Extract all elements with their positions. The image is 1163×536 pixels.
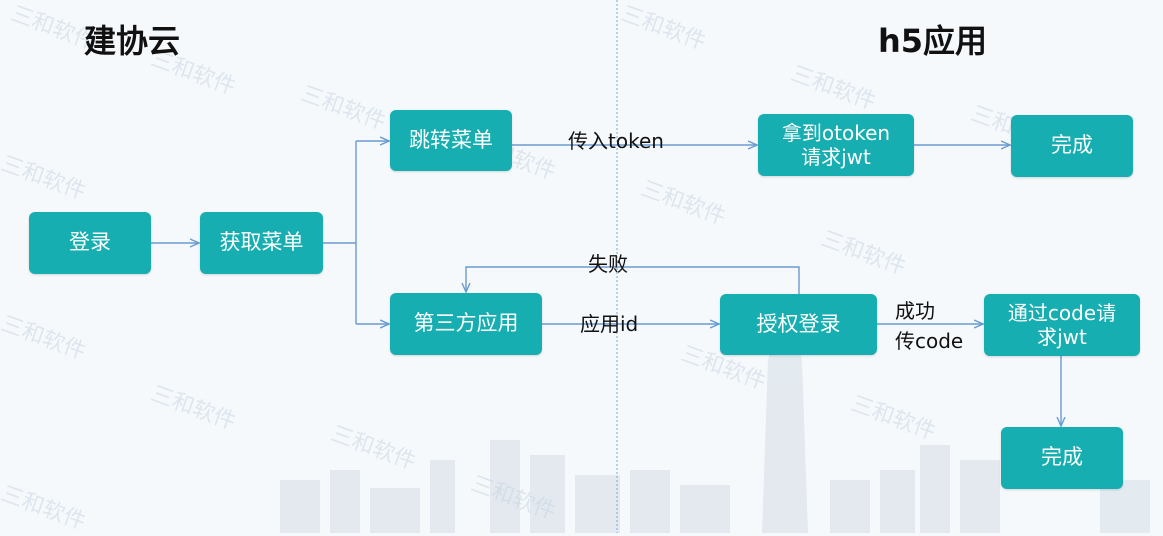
login-node-label: 登录 xyxy=(69,230,111,255)
edge-auth-fail-loop xyxy=(466,266,800,294)
done-top-node: 完成 xyxy=(1011,115,1133,177)
get-otoken-node: 拿到otoken 请求jwt xyxy=(758,114,914,176)
done-top-node-label: 完成 xyxy=(1051,133,1093,158)
pass-code-label: 传code xyxy=(895,329,964,353)
login-node: 登录 xyxy=(29,212,151,274)
auth-login-node: 授权登录 xyxy=(720,294,877,355)
code-request-node-line1: 通过code请 xyxy=(1007,301,1117,325)
get-otoken-node-line1: 拿到otoken xyxy=(781,121,891,145)
pass-token-label: 传入token xyxy=(568,129,664,153)
code-request-node: 通过code请 求jwt xyxy=(984,294,1140,356)
third-party-app-node-label: 第三方应用 xyxy=(413,311,519,336)
done-bottom-node: 完成 xyxy=(1001,427,1123,489)
third-party-app-node: 第三方应用 xyxy=(390,293,542,355)
auth-login-node-label: 授权登录 xyxy=(756,311,841,336)
success-label: 成功 xyxy=(895,299,935,323)
code-request-node-line2: 求jwt xyxy=(1037,325,1087,349)
get-otoken-node-line2: 请求jwt xyxy=(801,145,871,169)
app-id-label: 应用id xyxy=(580,312,639,336)
jump-menu-node-label: 跳转菜单 xyxy=(409,127,493,152)
jump-menu-node: 跳转菜单 xyxy=(390,110,512,171)
get-menu-node-label: 获取菜单 xyxy=(219,230,304,255)
right-section-title: h5应用 xyxy=(878,22,988,60)
done-bottom-node-label: 完成 xyxy=(1041,445,1083,470)
get-menu-node: 获取菜单 xyxy=(200,212,323,274)
left-section-title: 建协云 xyxy=(84,22,181,60)
fail-label: 失败 xyxy=(588,252,628,276)
